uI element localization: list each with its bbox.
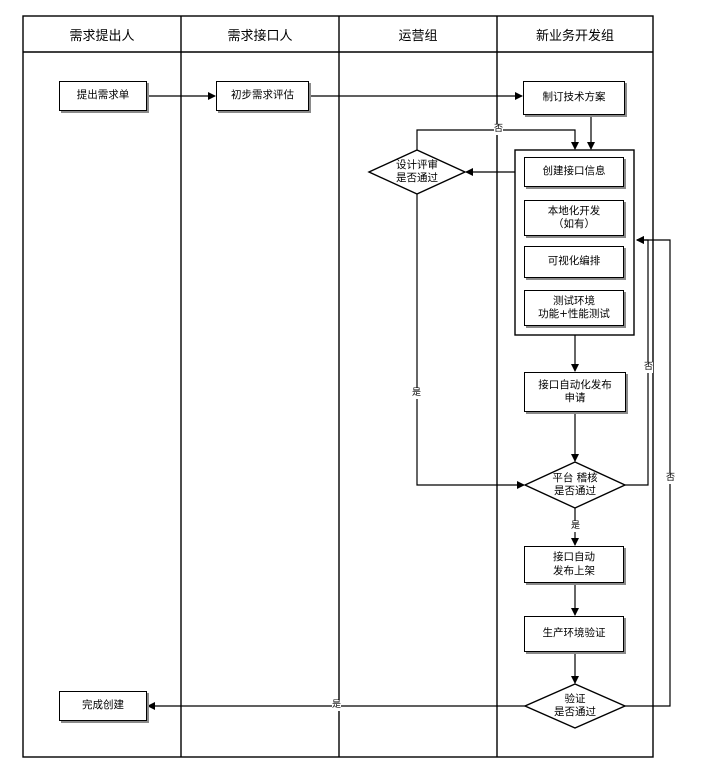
node-test-env: 测试环境 功能+性能测试 [524, 290, 624, 326]
edge-label-design-yes: 是 [412, 388, 422, 399]
swimlane-frame [22, 15, 654, 758]
decision-verify: 验证 是否通过 [554, 692, 596, 718]
node-prod-verify: 生产环境验证 [524, 616, 624, 652]
edge-label-platform-no: 否 [644, 362, 654, 373]
verify-diamond [523, 683, 627, 729]
edge-label-platform-yes: 是 [571, 521, 581, 532]
node-tech-plan: 制订技术方案 [523, 81, 625, 115]
decision-platform-review: 平台 稽核 是否通过 [552, 471, 598, 497]
decision-design-review: 设计评审 是否通过 [396, 158, 438, 184]
node-submit-request: 提出需求单 [59, 81, 147, 111]
node-done: 完成创建 [59, 691, 147, 721]
node-create-api: 创建接口信息 [524, 157, 624, 187]
edge-design-yes [416, 194, 525, 489]
lane-header-interface: 需求接口人 [227, 28, 293, 44]
edge-label-design-no: 否 [494, 124, 504, 135]
node-visual-orchestration: 可视化编排 [524, 246, 624, 278]
node-auto-publish: 接口自动 发布上架 [524, 546, 624, 583]
lane-header-newbiz-dev: 新业务开发组 [535, 28, 614, 44]
node-prelim-assessment: 初步需求评估 [216, 81, 309, 111]
lane-header-operations: 运营组 [398, 28, 438, 44]
edge-label-verify-no: 否 [666, 473, 676, 484]
lane-header-requester: 需求提出人 [69, 28, 135, 44]
node-auto-publish-apply: 接口自动化发布 申请 [524, 372, 626, 412]
node-local-dev: 本地化开发 （如有） [524, 200, 624, 236]
edge-label-verify-yes: 是 [332, 700, 342, 711]
